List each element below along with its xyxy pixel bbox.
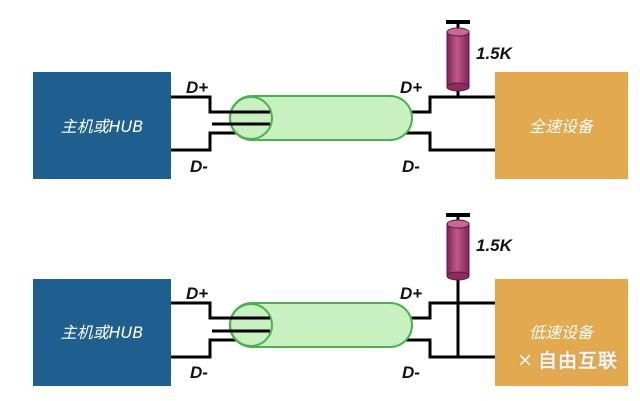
top-device-label: 全速设备 [529, 117, 595, 136]
bottom-device-dplus-label: D+ [400, 284, 422, 303]
bottom-cable [212, 302, 413, 348]
bottom-host-dminus-label: D- [190, 363, 208, 382]
bottom-diagram: 主机或HUB 低速设备 D+ D- D+ D- 1.5K [33, 213, 628, 386]
top-host-dminus-label: D- [190, 157, 208, 176]
watermark-text: 自由互联 [537, 350, 618, 372]
watermark-x-icon: ✕ [517, 350, 534, 372]
top-resistor-label: 1.5K [476, 44, 514, 63]
top-cable [212, 95, 413, 141]
top-device-dplus-label: D+ [400, 78, 422, 97]
top-host-box [33, 72, 171, 179]
top-pullup-resistor [446, 20, 470, 92]
watermark: ✕自由互联 [517, 346, 618, 373]
top-device-dminus-label: D- [402, 157, 420, 176]
bottom-host-dplus-label: D+ [186, 284, 208, 303]
bottom-host-box [33, 279, 171, 386]
bottom-device-label: 低速设备 [529, 323, 595, 342]
top-diagram: 主机或HUB 全速设备 D+ D- D+ D- 1.5K [33, 20, 628, 179]
bottom-device-box [495, 279, 628, 386]
top-host-dplus-label: D+ [186, 78, 208, 97]
bottom-pullup-resistor [446, 213, 470, 281]
top-device-box [495, 72, 628, 179]
top-host-label: 主机或HUB [61, 117, 144, 136]
bottom-device-dminus-label: D- [402, 363, 420, 382]
bottom-host-label: 主机或HUB [61, 323, 144, 342]
bottom-resistor-label: 1.5K [476, 236, 514, 255]
